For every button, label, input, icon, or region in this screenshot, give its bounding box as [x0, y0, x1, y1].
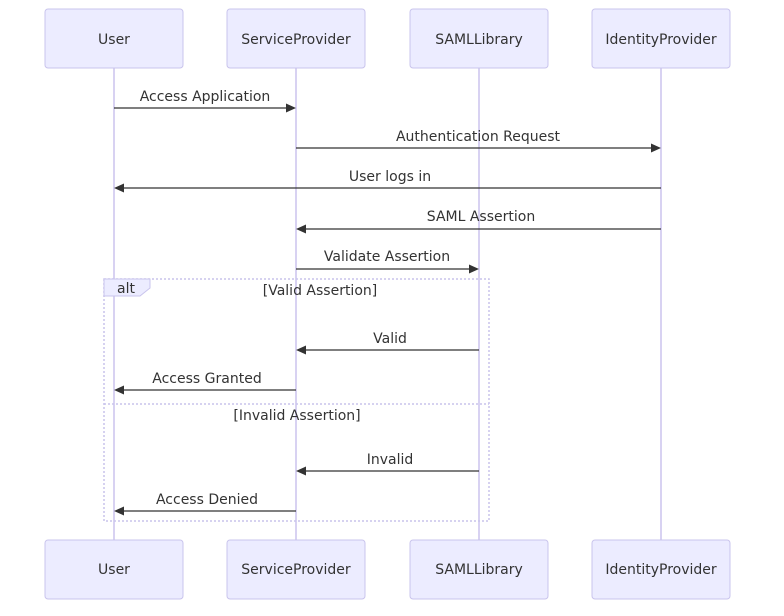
- message-access-granted: Access Granted: [114, 371, 296, 395]
- arrowhead-left-icon: [114, 183, 124, 193]
- alt-keyword-tab: [103, 278, 151, 297]
- actor-box: [44, 8, 184, 69]
- message-label: Access Application: [140, 89, 271, 105]
- actor-label: ServiceProvider: [241, 562, 351, 578]
- message-valid: Valid: [296, 331, 479, 355]
- message-user-logs-in: User logs in: [114, 169, 661, 193]
- message-validate-assertion: Validate Assertion: [296, 249, 479, 274]
- actor-top-identity-provider[interactable]: IdentityProvider: [591, 8, 731, 69]
- actor-top-user[interactable]: User: [44, 8, 184, 69]
- arrowhead-left-icon: [296, 345, 306, 355]
- alt-keyword: alt: [117, 281, 135, 297]
- arrowhead-right-icon: [469, 264, 479, 274]
- actor-label: SAMLLibrary: [435, 32, 523, 48]
- message-invalid: Invalid: [296, 452, 479, 476]
- actor-box: [409, 539, 549, 600]
- alt-guard-invalid: [Invalid Assertion]: [233, 408, 360, 424]
- alt-frame: alt [Valid Assertion] [Invalid Assertion…: [103, 278, 490, 522]
- arrowhead-left-icon: [296, 466, 306, 476]
- arrowhead-right-icon: [651, 143, 661, 153]
- actor-label: IdentityProvider: [605, 32, 717, 48]
- alt-frame-border: [103, 278, 490, 522]
- actor-box: [226, 8, 366, 69]
- message-label: Authentication Request: [396, 129, 561, 145]
- actor-box: [409, 8, 549, 69]
- actor-box: [591, 539, 731, 600]
- actor-label: User: [98, 32, 130, 48]
- actor-box: [591, 8, 731, 69]
- message-label: Invalid: [367, 452, 414, 468]
- message-label: Validate Assertion: [324, 249, 450, 265]
- actor-label: SAMLLibrary: [435, 562, 523, 578]
- message-label: Valid: [373, 331, 407, 347]
- arrowhead-left-icon: [114, 385, 124, 395]
- message-authentication-request: Authentication Request: [296, 129, 661, 153]
- actor-label: IdentityProvider: [605, 562, 717, 578]
- message-saml-assertion: SAML Assertion: [296, 209, 661, 234]
- actor-box: [226, 539, 366, 600]
- message-access-application: Access Application: [114, 89, 296, 113]
- actor-label: User: [98, 562, 130, 578]
- alt-guard-valid: [Valid Assertion]: [263, 283, 377, 299]
- actor-bottom-identity-provider[interactable]: IdentityProvider: [591, 539, 731, 600]
- actor-box: [44, 539, 184, 600]
- actor-top-saml-library[interactable]: SAMLLibrary: [409, 8, 549, 69]
- message-label: SAML Assertion: [427, 209, 535, 225]
- message-label: User logs in: [349, 169, 431, 185]
- message-label: Access Granted: [152, 371, 261, 387]
- actor-bottom-user[interactable]: User: [44, 539, 184, 600]
- actor-bottom-service-provider[interactable]: ServiceProvider: [226, 539, 366, 600]
- arrowhead-right-icon: [286, 103, 296, 113]
- message-label: Access Denied: [156, 492, 258, 508]
- actor-bottom-saml-library[interactable]: SAMLLibrary: [409, 539, 549, 600]
- message-access-denied: Access Denied: [114, 492, 296, 516]
- actor-top-service-provider[interactable]: ServiceProvider: [226, 8, 366, 69]
- actor-label: ServiceProvider: [241, 32, 351, 48]
- arrowhead-left-icon: [296, 224, 306, 234]
- arrowhead-left-icon: [114, 506, 124, 516]
